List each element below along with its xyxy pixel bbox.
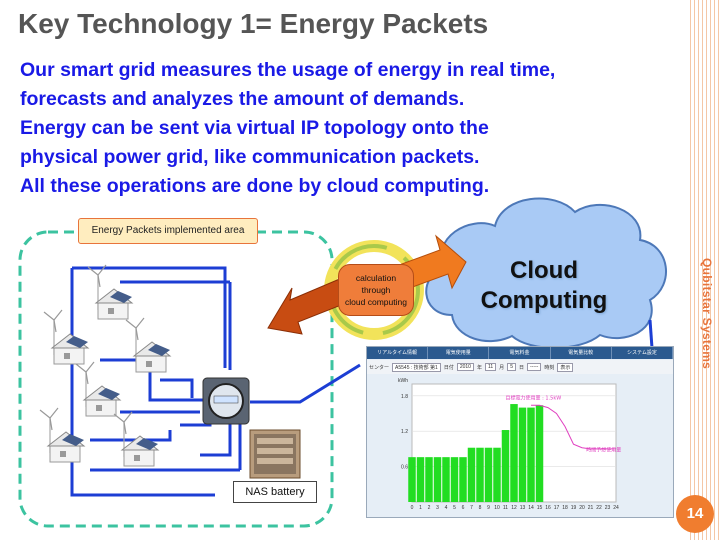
chart-x-tick-label: 19: [571, 505, 577, 511]
year-select[interactable]: 2010: [456, 363, 474, 371]
chart-x-tick-label: 13: [520, 505, 526, 511]
tab-settings[interactable]: システム設定: [612, 347, 674, 359]
chart-x-tick-label: 20: [579, 505, 585, 511]
nas-battery-icon: [249, 429, 301, 479]
chart-x-tick-label: 15: [537, 505, 543, 511]
monitor-controls: センター A5545 : 技術部 第1 日付 2010 年 11 月 5 日 -…: [367, 360, 673, 374]
chart-x-tick-label: 22: [596, 505, 602, 511]
chart-x-tick-label: 21: [588, 505, 594, 511]
chart-x-tick-label: 10: [494, 505, 500, 511]
cloud-panel-link: [648, 319, 654, 349]
center-select[interactable]: A5545 : 技術部 第1: [392, 362, 441, 372]
chart-bar: [510, 404, 518, 502]
chart-forecast-line: [531, 404, 616, 450]
day-select[interactable]: 5: [507, 363, 516, 371]
chart-x-tick-label: 24: [613, 505, 619, 511]
chart-y-axis-label: kWh: [398, 378, 408, 384]
chart-bar: [416, 457, 425, 502]
chart-bar: [518, 407, 527, 502]
chart-bar: [501, 430, 510, 502]
smart-meter-icon: [202, 377, 250, 425]
chart-x-tick-label: 23: [605, 505, 611, 511]
tab-usage[interactable]: 電気使用量: [428, 347, 490, 359]
chart-bar: [450, 457, 459, 502]
house-windmill: [39, 407, 86, 463]
chart-x-tick-label: 2: [428, 505, 431, 511]
cloud-computing-label: Cloud Computing: [456, 256, 632, 316]
chart-x-tick-label: 3: [436, 505, 439, 511]
center-label: センター: [369, 364, 390, 371]
chart-bar: [527, 407, 535, 502]
date-label: 日付: [443, 364, 454, 371]
calculation-box: calculation through cloud computing: [338, 264, 414, 316]
chart-x-tick-label: 4: [445, 505, 448, 511]
cloud-line: Cloud: [510, 257, 578, 284]
decorative-side-stripes: [690, 0, 720, 540]
slide-title: Key Technology 1= Energy Packets: [18, 8, 489, 39]
chart-x-tick-label: 17: [554, 505, 560, 511]
house-windmill: [75, 361, 122, 417]
chart-y-tick-label: 0.6: [401, 465, 408, 471]
chart-x-tick-label: 11: [503, 505, 508, 511]
chart-x-tick-label: 5: [453, 505, 456, 511]
body-line: Our smart grid measures the usage of ene…: [20, 59, 556, 81]
calc-line: cloud computing: [345, 297, 407, 307]
chart-x-tick-label: 12: [511, 505, 517, 511]
chart-x-tick-label: 14: [528, 505, 534, 511]
day-unit: 日: [518, 364, 524, 371]
nas-battery-label: NAS battery: [233, 481, 317, 503]
time-select[interactable]: -----: [526, 363, 542, 371]
chart-bar: [484, 447, 493, 502]
chart-bar: [535, 405, 544, 502]
house-windmill: [87, 264, 134, 320]
tab-realtime[interactable]: リアルタイム情報: [367, 347, 429, 359]
body-line: Energy can be sent via virtual IP topolo…: [20, 117, 489, 139]
page-number-badge: 14: [676, 495, 714, 533]
chart-x-tick-label: 1: [419, 505, 422, 511]
chart-bar: [459, 457, 467, 502]
chart-bar: [442, 457, 450, 502]
month-unit: 月: [499, 364, 505, 371]
year-unit: 年: [476, 364, 482, 371]
time-label: 時刻: [544, 364, 555, 371]
chart-bar: [467, 447, 476, 502]
chart-annotation: 目標電力使用量 : 1.5kW: [506, 394, 562, 401]
implemented-area-label: Energy Packets implemented area: [78, 218, 258, 244]
house-windmill: [125, 317, 172, 373]
body-line: forecasts and analyzes the amount of dem…: [20, 88, 465, 110]
calc-line: calculation: [355, 273, 397, 283]
tab-fee[interactable]: 電気料金: [489, 347, 551, 359]
chart-x-tick-label: 0: [411, 505, 414, 511]
monitor-tab-bar: リアルタイム情報 電気使用量 電気料金 電気量比較 システム設定: [367, 347, 674, 359]
cloud-line: Computing: [480, 287, 608, 314]
chart-y-tick-label: 1.2: [401, 429, 408, 435]
house-windmill: [43, 309, 90, 365]
chart-x-tick-label: 16: [545, 505, 551, 511]
month-select[interactable]: 11: [484, 363, 497, 371]
company-side-label: Qubitstar Systems: [700, 258, 714, 370]
chart-bar: [493, 447, 501, 502]
chart-bar: [433, 457, 442, 502]
slide-body-text: Our smart grid measures the usage of ene…: [20, 56, 680, 201]
show-button[interactable]: 表示: [557, 362, 574, 372]
body-line: physical power grid, like communication …: [20, 146, 480, 168]
chart-annotation: 時間予想使用量: [586, 446, 621, 453]
chart-bar: [476, 447, 484, 502]
chart-x-tick-label: 8: [479, 505, 482, 511]
house-windmill: [113, 411, 160, 467]
chart-bar: [408, 457, 416, 502]
chart-x-tick-label: 7: [470, 505, 473, 511]
chart-bar: [425, 457, 433, 502]
body-line: All these operations are done by cloud c…: [20, 175, 490, 197]
chart-x-tick-label: 6: [462, 505, 465, 511]
calc-line: through: [361, 285, 391, 295]
tab-compare[interactable]: 電気量比較: [551, 347, 612, 359]
chart-x-tick-label: 18: [562, 505, 568, 511]
chart-x-tick-label: 9: [487, 505, 490, 511]
chart-y-tick-label: 1.8: [401, 394, 408, 400]
